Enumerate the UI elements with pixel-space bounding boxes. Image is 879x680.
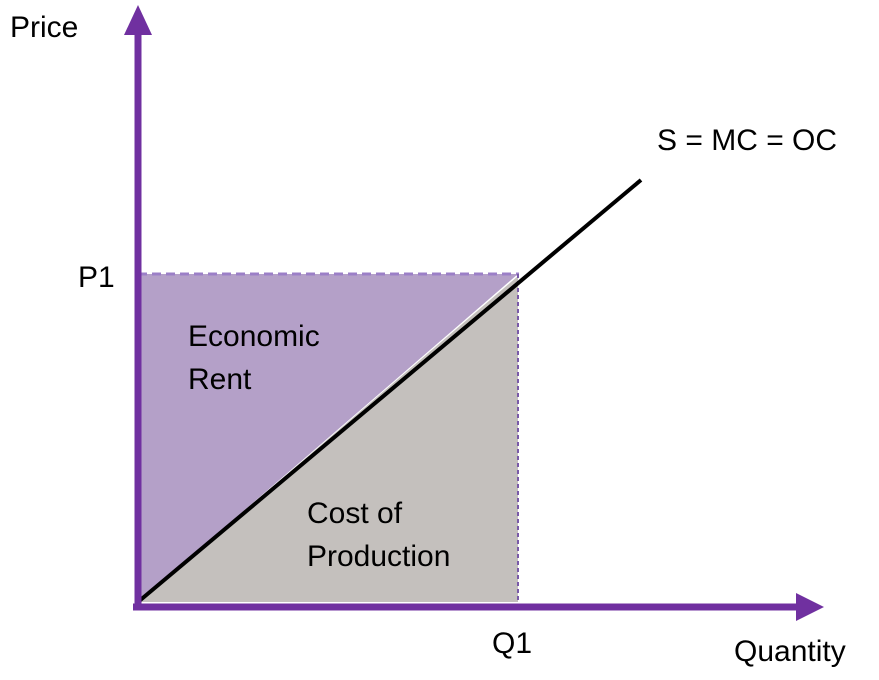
cost-of-production-label-line1: Cost of	[307, 497, 403, 530]
quantity-axis-label: Quantity	[734, 635, 846, 668]
economic-rent-label-line1: Economic	[188, 320, 320, 353]
q1-label: Q1	[492, 627, 532, 660]
cost-of-production-label-line2: Production	[307, 540, 450, 573]
price-axis-arrow	[124, 5, 152, 35]
quantity-axis-arrow	[796, 593, 824, 621]
p1-label: P1	[78, 261, 115, 294]
supply-curve	[136, 178, 643, 604]
economic-rent-label-line2: Rent	[188, 363, 252, 396]
price-axis-label: Price	[10, 11, 78, 44]
supply-curve-label: S = MC = OC	[657, 124, 837, 157]
